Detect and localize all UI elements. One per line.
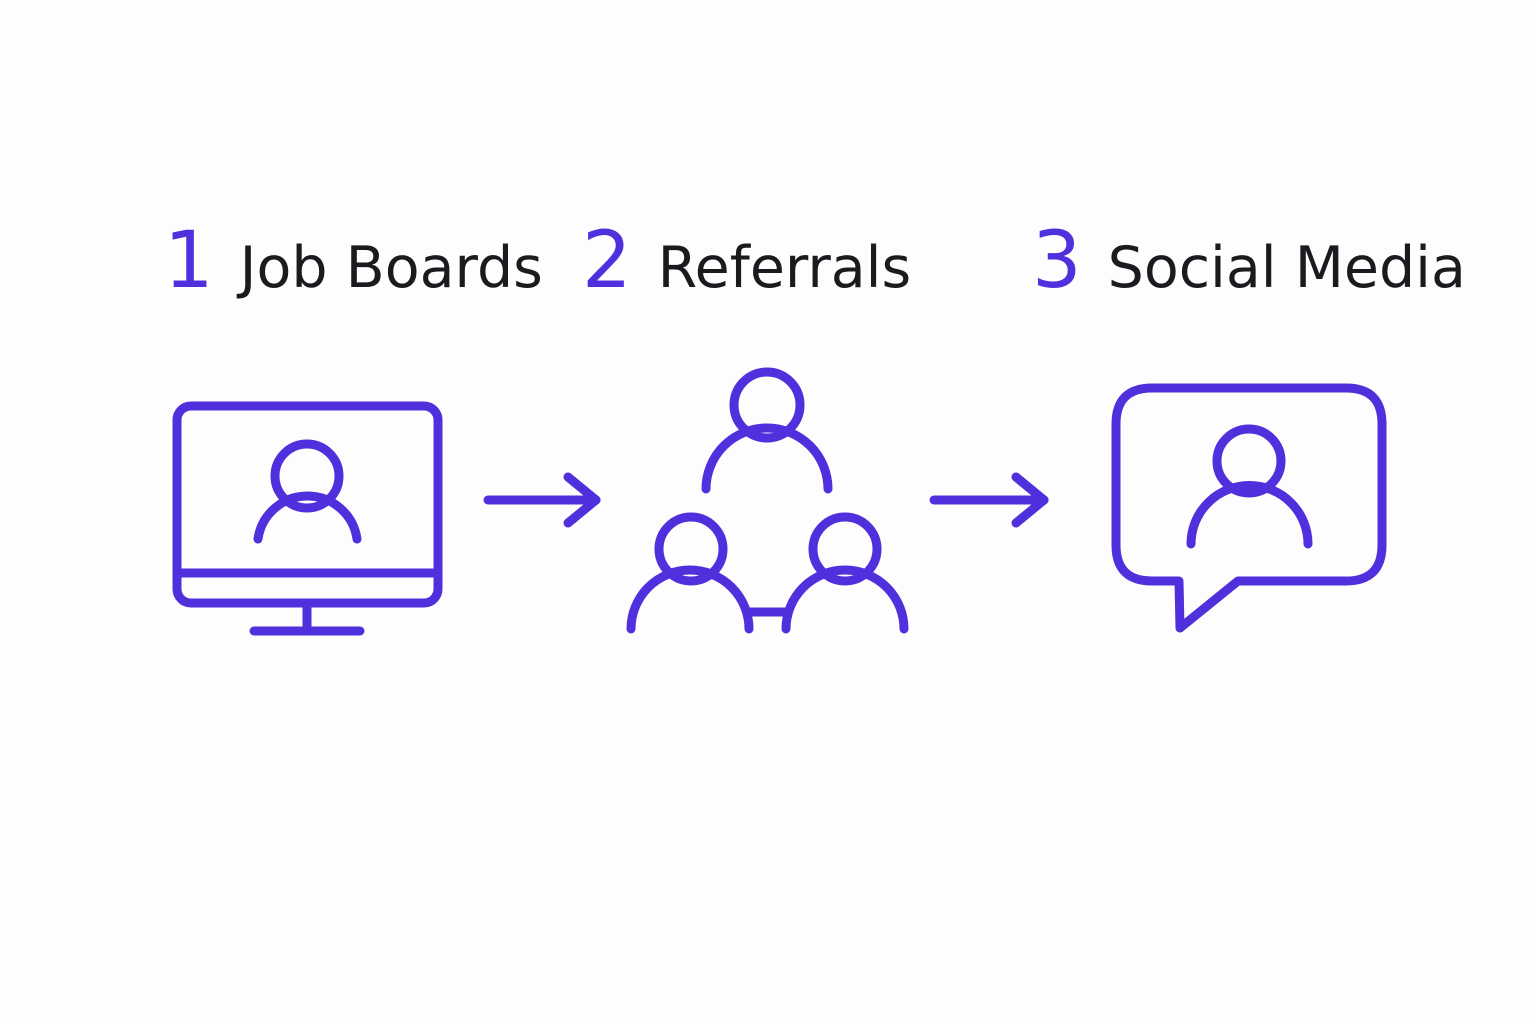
group-users-icon xyxy=(626,367,909,634)
step-number: 3 xyxy=(1032,216,1082,306)
chat-bubble-user-icon xyxy=(1111,383,1387,633)
step-title: Job Boards xyxy=(239,235,543,301)
arrow-right-icon xyxy=(483,472,601,528)
step-label-social-media: 3 Social Media xyxy=(1032,222,1466,300)
arrow-right-icon xyxy=(929,472,1049,528)
step-label-referrals: 2 Referrals xyxy=(582,222,911,300)
step-title: Social Media xyxy=(1107,235,1466,301)
step-number: 1 xyxy=(164,216,214,306)
step-label-job-boards: 1 Job Boards xyxy=(164,222,543,300)
step-title: Referrals xyxy=(657,235,912,301)
monitor-user-icon xyxy=(172,401,443,636)
step-number: 2 xyxy=(582,216,632,306)
